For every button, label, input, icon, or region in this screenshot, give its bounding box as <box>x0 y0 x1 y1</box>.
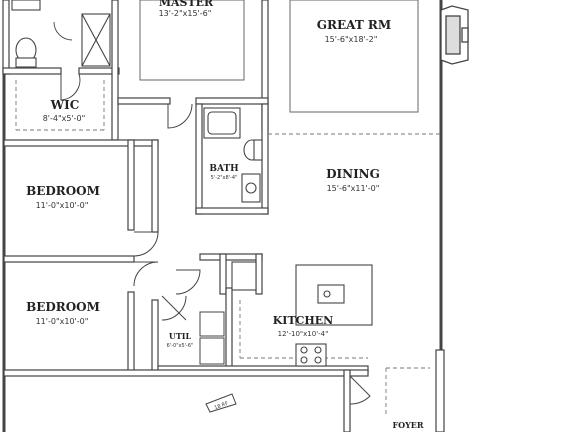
toilet-tank-2 <box>253 139 263 161</box>
fridge <box>231 261 257 291</box>
stair-tag-box <box>205 393 237 413</box>
shower-x2 <box>81 13 111 67</box>
wall-closet2-east <box>151 299 159 373</box>
wall-bath2-west <box>195 103 203 215</box>
util-fixtures <box>199 311 225 365</box>
wall-bath-west <box>2 0 10 75</box>
ceiling-outlines <box>139 0 419 113</box>
toilet-tank <box>15 57 37 68</box>
bath-label: BATH <box>209 164 239 174</box>
door-swings <box>60 73 371 405</box>
greatroom-tray <box>289 0 419 113</box>
master-bath-fixtures <box>11 0 111 68</box>
great-room-label: GREAT RM <box>317 18 391 32</box>
fireplace-chimney <box>461 27 469 43</box>
bath-dims: 5'-2"x8'-4" <box>211 175 238 181</box>
wall-wic-east <box>111 0 119 141</box>
util-label: UTIL <box>169 331 192 341</box>
bath-door-arc <box>53 21 73 41</box>
bedroom-1-label: BEDROOM <box>26 184 100 198</box>
stair-tag-text: 18 RF <box>214 401 230 412</box>
wall-linen-east <box>255 253 263 295</box>
bathtub-inner <box>207 111 237 135</box>
bedroom-1-dims: 11'-0"x10'-0" <box>36 201 89 210</box>
vanity <box>11 0 41 11</box>
room-labels: MASTER 13'-2"x15'-6" GREAT RM 15'-6"x18'… <box>26 0 424 430</box>
master-door <box>167 103 193 129</box>
master-dims: 13'-2"x15'-6" <box>159 9 212 18</box>
dining-label: DINING <box>326 167 380 181</box>
util-door-arc <box>161 295 187 321</box>
kitchen-sink-drain <box>323 290 331 298</box>
wall-linen-north <box>199 253 263 261</box>
dining-dims: 15'-6"x11'-0" <box>327 184 380 193</box>
wall-bedroom1-north <box>3 139 159 147</box>
wic-label: WIC <box>50 98 80 112</box>
bedroom2-door <box>133 261 159 287</box>
foyer-label: FOYER <box>392 420 423 430</box>
burner-3 <box>300 356 308 364</box>
wall-master-south <box>117 97 171 105</box>
wall-closet1-east <box>151 139 159 233</box>
fireplace-box <box>445 15 461 55</box>
linen-door <box>175 269 201 295</box>
wall-foyer-east <box>435 349 445 432</box>
burner-4 <box>314 356 322 364</box>
bath-sink-bowl <box>245 182 257 194</box>
dryer <box>199 337 225 365</box>
wall-closet2-west <box>127 291 135 373</box>
hall-bath-fixtures <box>203 107 263 203</box>
wall-closet1-west <box>127 139 135 231</box>
bedroom-2-dims: 11'-0"x10'-0" <box>36 317 89 326</box>
bedroom-2-label: BEDROOM <box>26 300 100 314</box>
wall-master-south-2 <box>195 97 269 105</box>
util-door <box>161 295 187 321</box>
wic-dims: 8'-4"x5'-0" <box>43 114 86 123</box>
fireplace <box>440 5 469 65</box>
wall-garage-top <box>3 369 369 377</box>
garage-door <box>349 375 371 405</box>
dashed-lines <box>15 80 441 416</box>
wall-bath2-south <box>195 207 269 215</box>
wall-linen-west <box>219 253 227 295</box>
wall-foyer-west <box>343 369 351 432</box>
wall-bedroom1-south <box>3 255 135 263</box>
wic-door <box>60 73 81 101</box>
burner-1 <box>300 346 308 354</box>
bedroom1-door <box>133 231 159 257</box>
wall-bath-south-2 <box>78 67 120 75</box>
util-dims: 6'-0"x5'-6" <box>167 343 194 349</box>
kitchen-label: KITCHEN <box>273 314 333 327</box>
wall-bath-south <box>2 67 62 75</box>
wall-util-east <box>225 287 233 373</box>
range <box>295 343 327 367</box>
stair-tag: 18 RF <box>205 393 237 413</box>
great-room-dims: 15'-6"x18'-2" <box>325 35 378 44</box>
kitchen-dims: 12'-10"x10'-4" <box>278 330 329 338</box>
kitchen-sink <box>317 284 345 304</box>
interior-walls <box>2 0 445 432</box>
kitchen-fixtures <box>231 261 373 367</box>
wall-bath2-east <box>261 103 269 215</box>
burner-2 <box>314 346 322 354</box>
washer <box>199 311 225 337</box>
master-tray <box>139 0 245 81</box>
master-label: MASTER <box>159 0 214 9</box>
